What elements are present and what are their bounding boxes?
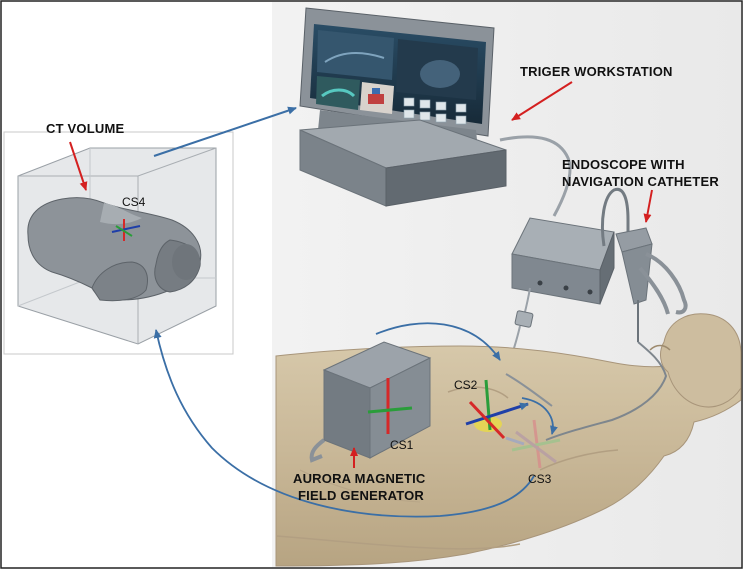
- ct-volume-pointer-arrow: [69, 141, 88, 191]
- ct-volume-label: CT VOLUME: [46, 121, 125, 136]
- cs1-axis-green: [367, 406, 413, 414]
- endoscope-label-line1: ENDOSCOPE WITH: [562, 157, 685, 172]
- endoscope-label-line2: NAVIGATION CATHETER: [562, 174, 719, 189]
- workstation-label: TRIGER WORKSTATION: [520, 64, 673, 79]
- catheter-line: [505, 373, 553, 407]
- cs3-axes: [505, 419, 561, 469]
- triger-workstation: [299, 7, 572, 217]
- cs3-label: CS3: [528, 472, 552, 486]
- workstation-pointer-arrow: [511, 81, 573, 121]
- cs1-label: CS1: [390, 438, 414, 452]
- endoscope-pointer-arrow: [643, 189, 653, 223]
- flow-arrow-generator-to-cs2: [375, 322, 501, 361]
- aurora-field-generator: [309, 341, 432, 463]
- flow-arrow-cs2-to-cs3: [521, 397, 558, 435]
- aurora-label-line1: AURORA MAGNETIC: [293, 471, 426, 486]
- ct-volume-panel: [3, 131, 234, 355]
- flow-arrow-ct-to-workstation: [153, 106, 297, 157]
- patient-head: [660, 313, 742, 408]
- cs4-label: CS4: [122, 195, 146, 209]
- cs4-axes: [111, 219, 141, 241]
- ct-torso-model: [27, 197, 202, 302]
- cs2-axes: [465, 379, 529, 440]
- endoscope-control-unit: [505, 187, 688, 375]
- cs2-label: CS2: [454, 378, 478, 392]
- aurora-label-line2: FIELD GENERATOR: [298, 488, 425, 503]
- flow-arrow-cs3-to-ct: [153, 329, 535, 518]
- endoscope-insertion-tube: [545, 341, 668, 441]
